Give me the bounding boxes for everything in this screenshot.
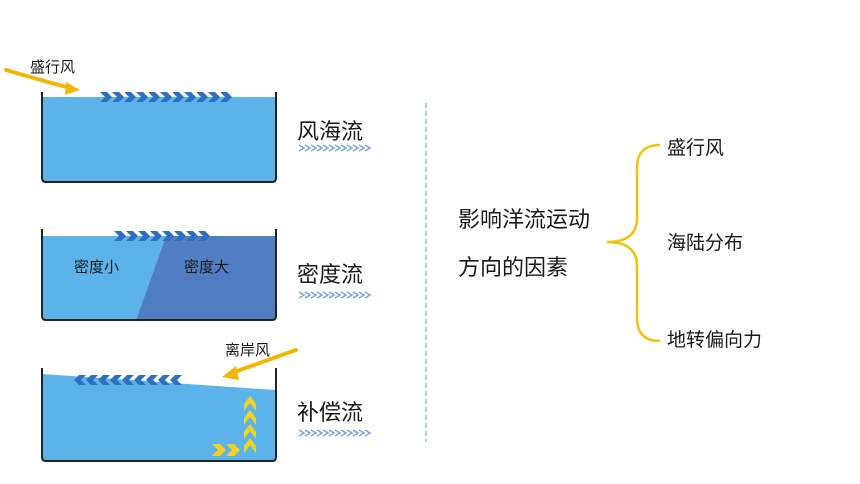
prevailing-wind-arrow [4,68,80,95]
factor-prevailing-wind: 盛行风 [667,137,725,159]
compensation-current-tank [41,348,298,462]
offshore-wind-arrow [222,348,298,380]
factor-bracket [606,143,661,343]
title-line2: 方向的因素 [458,256,569,281]
tank2-high-density-water [136,236,276,320]
factor-land-sea-distribution: 海陆分布 [667,232,744,254]
tank1-water [42,97,276,182]
density-current-tank [41,229,277,321]
tank2-surface-current-arrows [114,231,210,241]
factor-coriolis-force: 地转偏向力 [667,329,763,351]
tank3-water [42,374,276,461]
tank2-outline [41,229,277,321]
high-density-label: 密度大 [184,258,230,276]
wind-current-label: 风海流 [297,120,364,145]
low-density-label: 密度小 [74,258,120,276]
tank2-low-density-water [42,236,166,320]
tank1-outline [41,92,277,183]
density-current-label: 密度流 [297,263,364,288]
compensation-current-label: 补偿流 [297,401,364,426]
prevailing-wind-label: 盛行风 [30,58,76,76]
title-line1: 影响洋流运动 [458,208,591,233]
wind-current-tank [4,68,277,183]
tank3-offshore-current-arrows [74,375,182,385]
upwelling-arrows [212,396,256,456]
tank3-outline [41,368,277,462]
offshore-wind-label: 离岸风 [225,341,271,359]
name-underlines [298,144,372,437]
tank1-surface-current-arrows [100,92,232,102]
